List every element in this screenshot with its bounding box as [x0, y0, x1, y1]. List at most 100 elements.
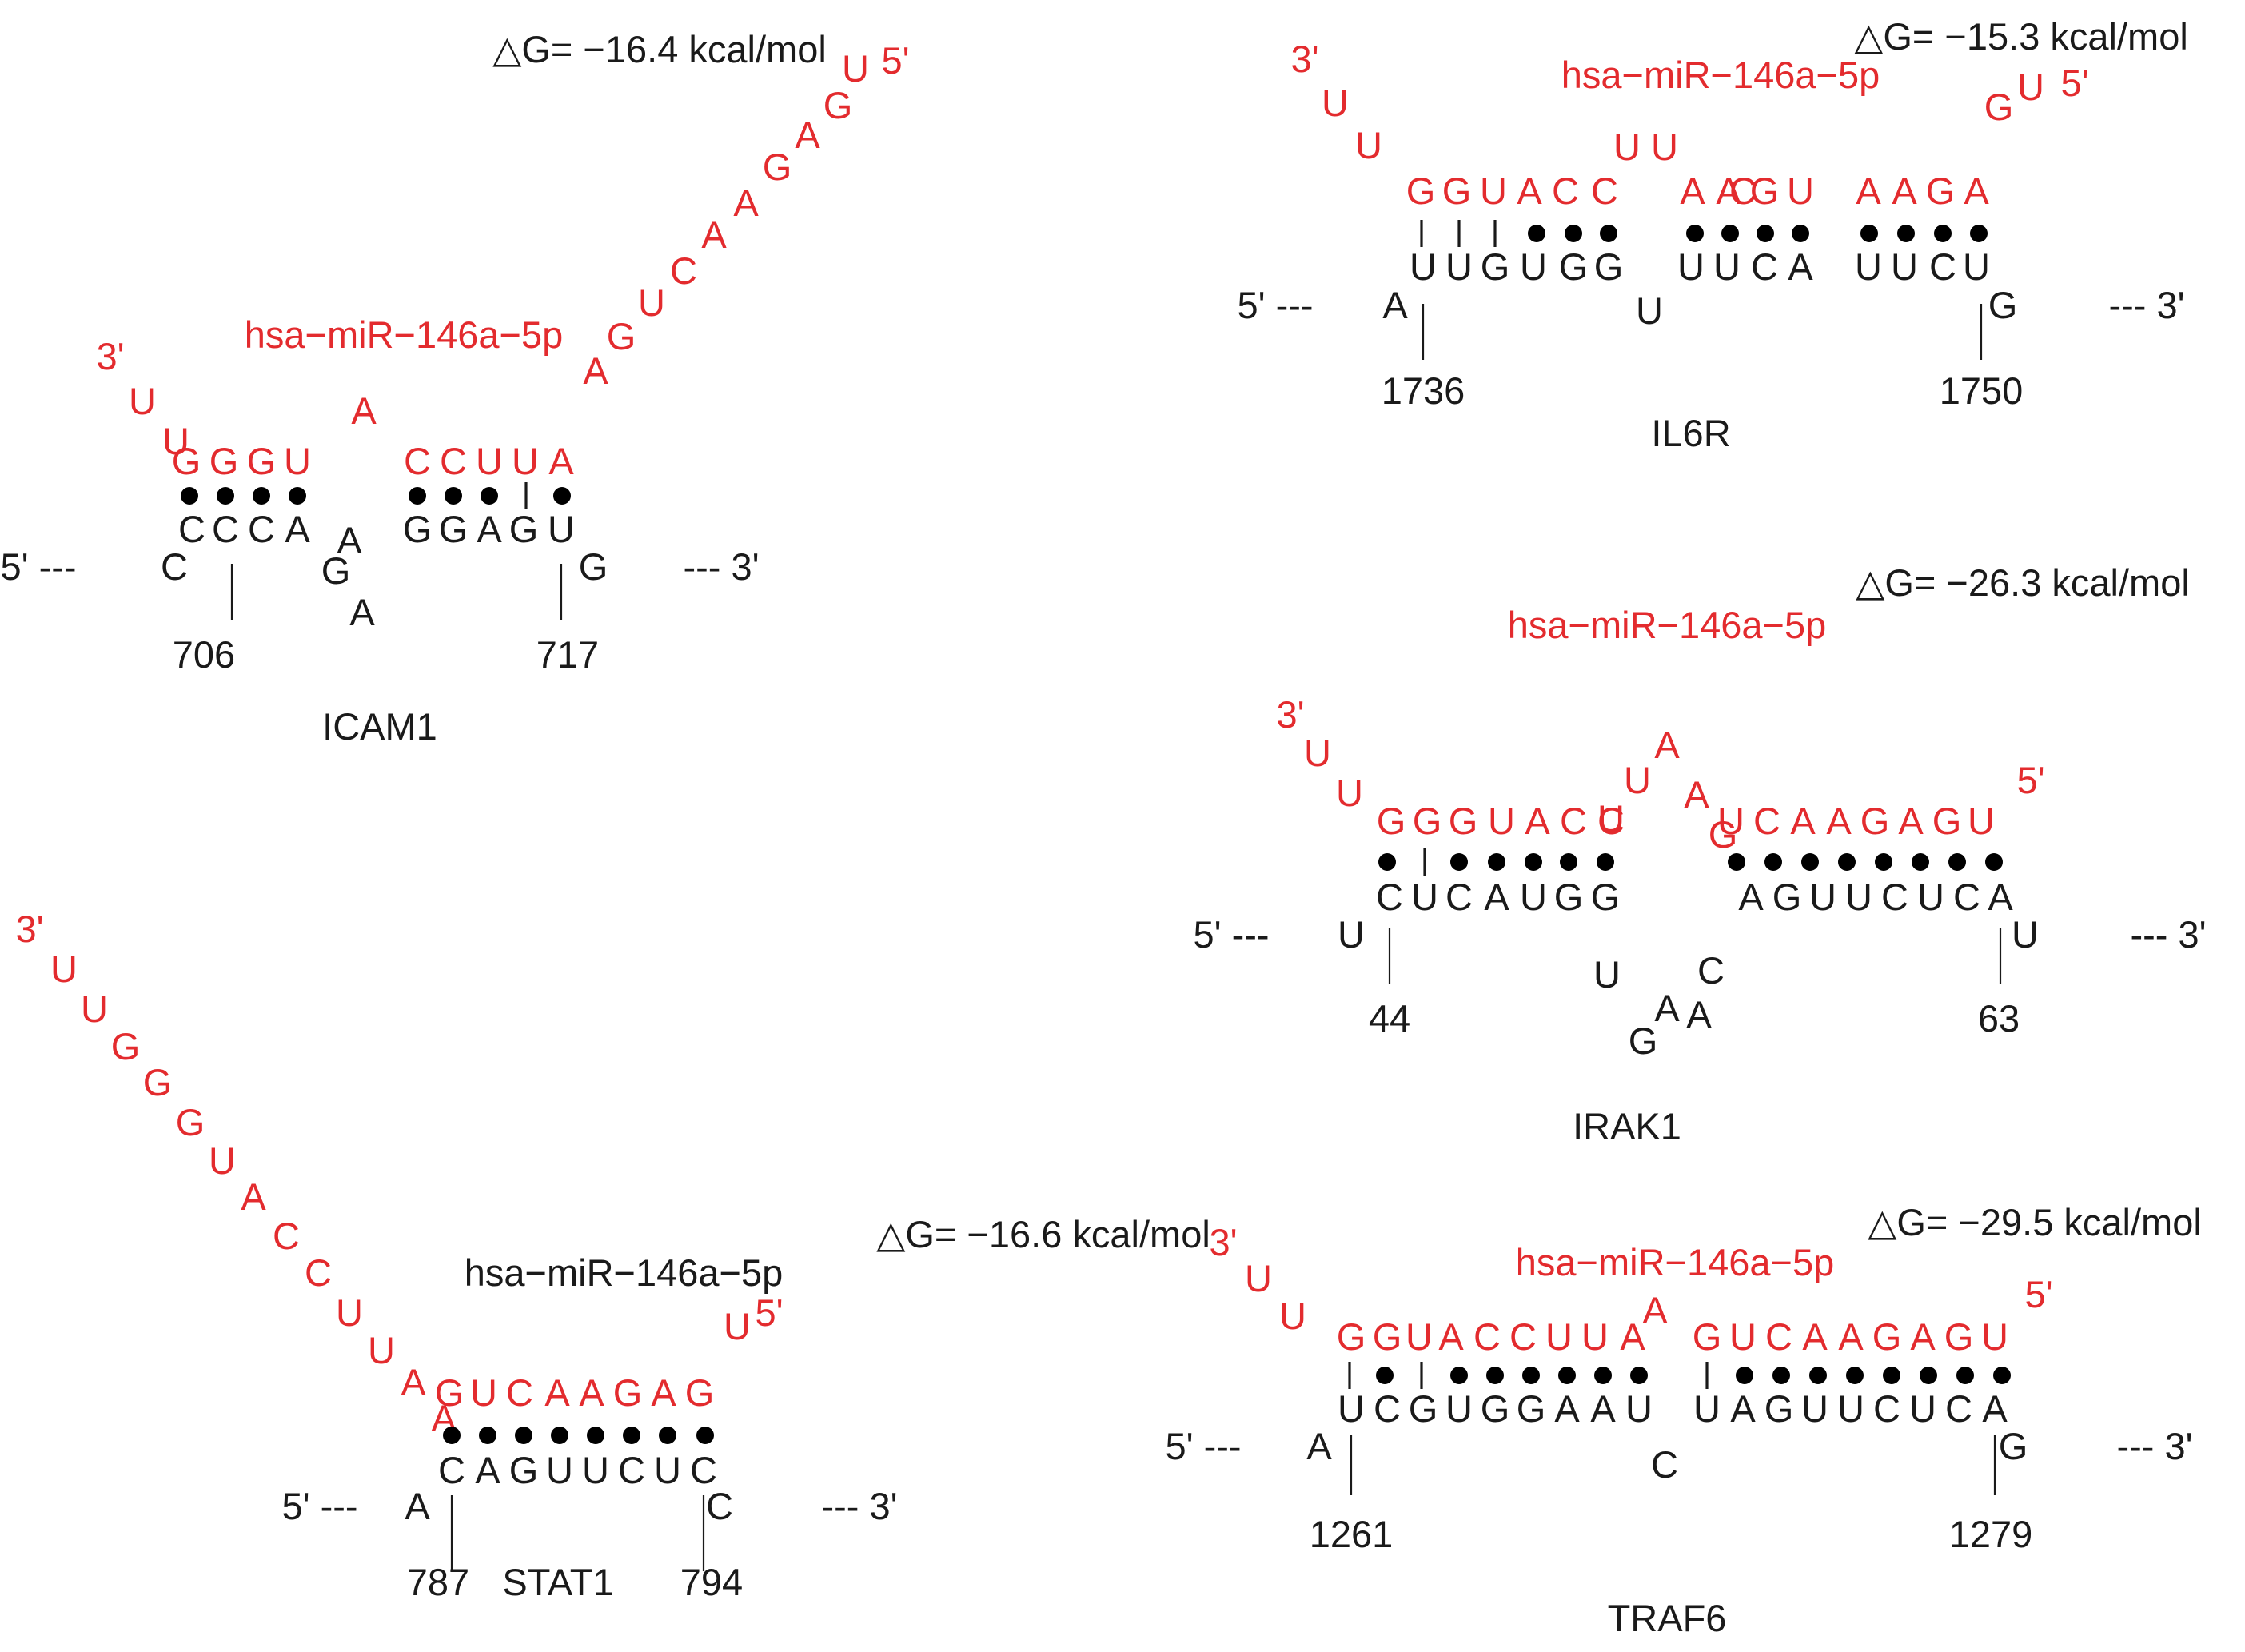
il6r-position-number-0: 1736 [1382, 369, 1465, 412]
icam1-mirna-name-label: hsa−miR−146a−5p [245, 313, 564, 356]
icam1-mirna-paired-1: G [209, 440, 239, 482]
traf6-target-paired-7: A [1590, 1387, 1616, 1430]
stat1-mirna-unpaired-8: C [273, 1215, 300, 1257]
stat1-target-paired-7: C [690, 1449, 717, 1491]
il6r-mirna-paired-5: C [1591, 170, 1618, 212]
irak1-target-paired-6: G [1591, 876, 1621, 918]
traf6-mirna-unpaired-4: 5' [2024, 1273, 2052, 1315]
traf6-mirna-name-label: hsa−miR−146a−5p [1516, 1241, 1835, 1283]
stat1-pair-dot-1 [479, 1427, 496, 1444]
irak1-mirna-unpaired-6: A [1684, 773, 1709, 816]
stat1-target-flank-1: A [405, 1485, 430, 1527]
il6r-target-paired-8: C [1751, 245, 1778, 288]
il6r-mirna-name-label: hsa−miR−146a−5p [1561, 54, 1880, 96]
icam1-mirna-unpaired-5: G [607, 315, 636, 357]
traf6-mirna-unpaired-0: 3' [1209, 1221, 1237, 1263]
stat1-position-number-1: 794 [680, 1561, 743, 1603]
traf6-mirna-paired-15: A [1910, 1315, 1936, 1358]
stat1-pair-dot-2 [515, 1427, 532, 1444]
irak1-mirna-paired-4: A [1525, 800, 1550, 842]
stat1-target-paired-1: A [475, 1449, 500, 1491]
stat1-target-paired-3: U [546, 1449, 573, 1491]
stat1-target-flank-2: C [706, 1485, 733, 1527]
irak1-pair-dot-11 [1875, 853, 1892, 871]
irak1-mirna-paired-8: C [1753, 800, 1780, 842]
stat1-mirna-unpaired-15: 5' [755, 1291, 783, 1334]
irak1-pair-dot-6 [1597, 853, 1614, 871]
traf6-mirna-paired-5: C [1509, 1315, 1537, 1358]
il6r-pair-dot-11 [1897, 225, 1915, 242]
irak1-target-paired-10: U [1845, 876, 1872, 918]
il6r-mirna-unpaired-1: U [1322, 82, 1349, 124]
il6r-target-paired-1: U [1445, 245, 1473, 288]
traf6-target-flank-1: A [1306, 1425, 1332, 1467]
icam1-mirna-unpaired-3: A [351, 389, 377, 432]
icam1-position-number-1: 717 [536, 633, 599, 676]
il6r-mirna-unpaired-5: C [1729, 170, 1757, 212]
il6r-gene-label: IL6R [1651, 412, 1730, 454]
il6r-mirna-unpaired-7: U [2017, 66, 2044, 108]
stat1-target-flank-0: 5' --- [281, 1485, 357, 1527]
stat1-mirna-unpaired-10: U [336, 1291, 363, 1334]
irak1-pair-dot-8 [1764, 853, 1782, 871]
irak1-target-flank-2: U [1593, 953, 1621, 996]
irak1-mirna-unpaired-4: U [1624, 759, 1651, 801]
il6r-mirna-paired-13: A [1964, 170, 1989, 212]
stat1-mirna-unpaired-11: U [368, 1329, 395, 1371]
icam1-target-flank-2: G [321, 549, 351, 592]
il6r-target-paired-2: G [1481, 245, 1510, 288]
irak1-target-paired-5: G [1554, 876, 1584, 918]
icam1-pair-dot-0 [181, 487, 198, 505]
il6r-mirna-unpaired-2: U [1355, 124, 1382, 166]
traf6-pair-dot-10 [1736, 1367, 1753, 1384]
irak1-pair-dot-2 [1450, 853, 1468, 871]
traf6-mirna-unpaired-3: A [1642, 1289, 1668, 1331]
irak1-mirna-unpaired-5: A [1654, 724, 1680, 766]
traf6-target-flank-0: 5' --- [1165, 1425, 1241, 1467]
traf6-target-paired-10: A [1730, 1387, 1756, 1430]
irak1-mirna-paired-12: A [1898, 800, 1924, 842]
traf6-pair-dot-3 [1450, 1367, 1468, 1384]
icam1-mirna-paired-7: U [512, 440, 539, 482]
irak1-target-flank-8: --- 3' [2130, 913, 2206, 956]
irak1-target-paired-9: U [1809, 876, 1836, 918]
traf6-gene-label: TRAF6 [1608, 1597, 1727, 1639]
il6r-target-paired-0: U [1410, 245, 1437, 288]
stat1-mirna-unpaired-6: U [209, 1139, 236, 1182]
irak1-pair-dot-0 [1378, 853, 1396, 871]
icam1-pair-dot-4 [409, 487, 426, 505]
icam1-mirna-paired-2: G [247, 440, 277, 482]
il6r-target-paired-10: U [1855, 245, 1882, 288]
irak1-target-paired-3: A [1484, 876, 1509, 918]
irak1-pair-dot-10 [1838, 853, 1856, 871]
icam1-pair-dot-8 [553, 487, 571, 505]
traf6-mirna-paired-7: U [1581, 1315, 1609, 1358]
icam1-target-flank-0: 5' --- [0, 545, 76, 588]
icam1-target-flank-6: --- 3' [683, 545, 759, 588]
stat1-pair-dot-4 [587, 1427, 604, 1444]
icam1-target-paired-3: A [285, 508, 310, 550]
il6r-mirna-paired-10: A [1856, 170, 1881, 212]
traf6-mirna-paired-14: G [1872, 1315, 1902, 1358]
traf6-mirna-paired-2: U [1406, 1315, 1433, 1358]
icam1-mirna-unpaired-6: U [638, 281, 665, 324]
icam1-target-paired-2: C [248, 508, 275, 550]
irak1-target-paired-11: C [1881, 876, 1908, 918]
il6r-target-paired-5: G [1594, 245, 1624, 288]
traf6-mirna-paired-9: G [1693, 1315, 1722, 1358]
stat1-pair-dot-3 [551, 1427, 568, 1444]
il6r-target-paired-3: U [1520, 245, 1547, 288]
il6r-mirna-paired-11: A [1892, 170, 1917, 212]
icam1-mirna-unpaired-1: U [129, 380, 156, 422]
traf6-target-paired-5: G [1517, 1387, 1546, 1430]
icam1-target-flank-4: A [349, 591, 375, 633]
stat1-target-paired-4: U [582, 1449, 609, 1491]
icam1-pair-dot-5 [445, 487, 462, 505]
traf6-target-flank-3: G [1999, 1425, 2028, 1467]
irak1-mirna-paired-6: C [1597, 800, 1625, 842]
stat1-target-paired-2: G [509, 1449, 539, 1491]
irak1-target-flank-5: G [1629, 1020, 1658, 1062]
il6r-mirna-paired-9: U [1787, 170, 1814, 212]
icam1-mirna-unpaired-4: A [583, 349, 608, 392]
irak1-pair-dot-4 [1525, 853, 1542, 871]
